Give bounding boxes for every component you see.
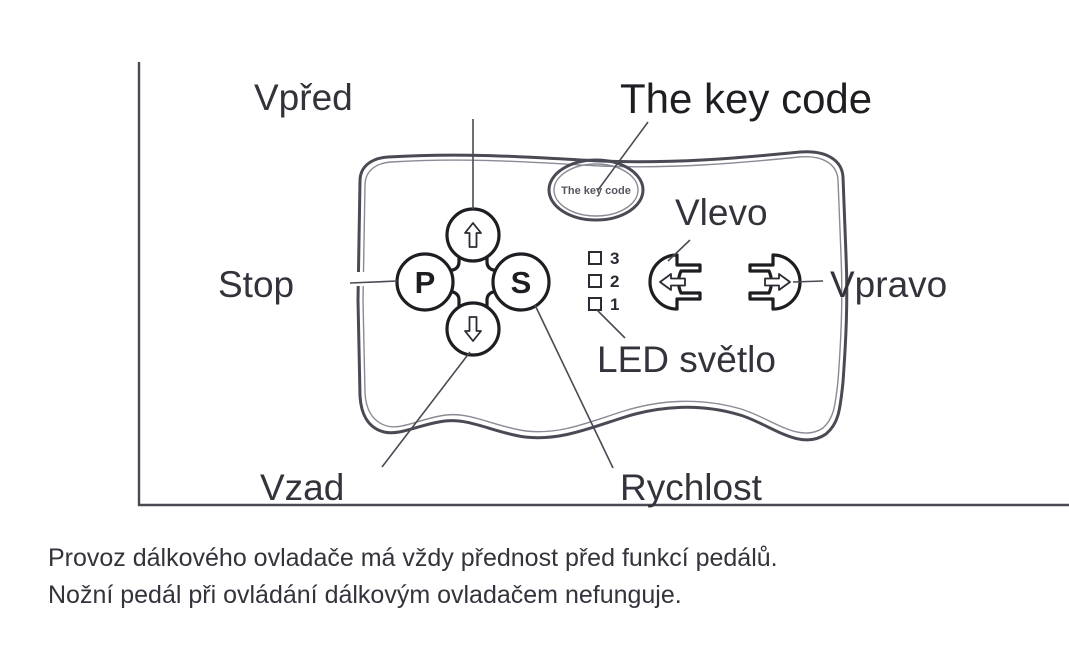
label-left: Vlevo <box>675 192 768 233</box>
label-speed: Rychlost <box>620 467 763 508</box>
button-stop-p[interactable]: P <box>395 252 455 312</box>
button-backward[interactable] <box>445 301 501 357</box>
caption-line-2: Nožní pedál při ovládání dálkovým ovlada… <box>48 581 682 609</box>
button-right[interactable] <box>748 253 802 311</box>
led-indicator-3: 3 <box>588 249 619 268</box>
key-code-oval[interactable]: The key code <box>547 158 645 222</box>
led-indicator-1: 1 <box>588 295 619 314</box>
label-key-code-heading: The key code <box>620 75 872 122</box>
leader-led <box>596 309 626 339</box>
led-indicator-group: 3 2 1 <box>588 249 619 314</box>
leader-stop <box>349 280 398 284</box>
leader-key-code <box>597 121 649 191</box>
led-indicator-1-label: 1 <box>610 295 619 314</box>
label-led: LED světlo <box>597 339 776 380</box>
button-speed-s-label: S <box>511 265 532 300</box>
led-indicator-2: 2 <box>588 272 619 291</box>
leader-speed <box>534 304 614 469</box>
led-indicator-3-label: 3 <box>610 249 619 268</box>
led-indicator-2-label: 2 <box>610 272 619 291</box>
button-forward[interactable] <box>445 207 501 263</box>
label-stop: Stop <box>218 264 294 305</box>
leader-left <box>667 239 691 262</box>
leader-lines <box>349 119 824 469</box>
leader-right <box>792 280 824 283</box>
key-code-oval-label: The key code <box>561 185 631 197</box>
figure-frame-rule <box>137 62 1069 507</box>
label-backward: Vzad <box>260 467 344 508</box>
leader-backward <box>381 351 471 468</box>
button-speed-s[interactable]: S <box>491 252 551 312</box>
button-left[interactable] <box>648 253 702 311</box>
button-stop-p-label: P <box>415 265 436 300</box>
dpad-cluster: P S <box>395 207 551 357</box>
label-forward: Vpřed <box>254 77 353 118</box>
caption-line-1: Provoz dálkového ovladače má vždy předno… <box>48 544 778 572</box>
label-right: Vpravo <box>830 264 947 305</box>
